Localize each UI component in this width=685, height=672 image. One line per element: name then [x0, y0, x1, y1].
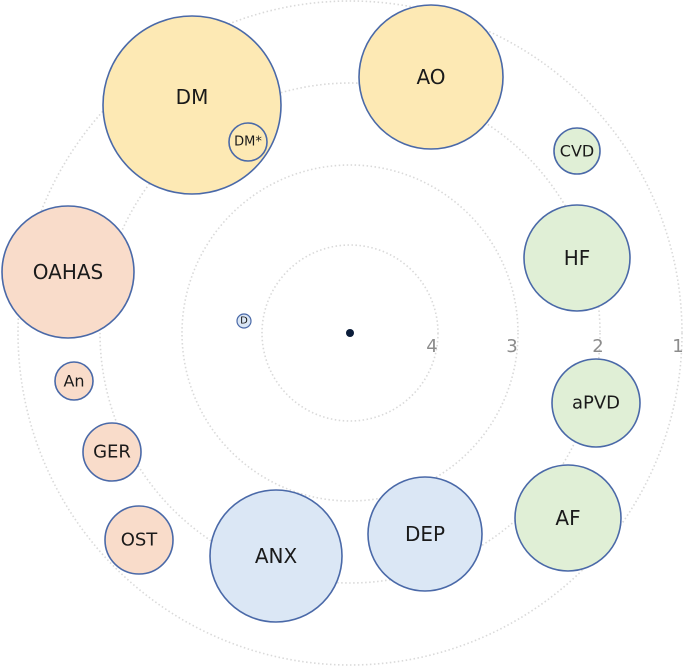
node-d: D	[236, 313, 252, 329]
node-circle	[236, 313, 252, 329]
node-cvd: CVD	[553, 127, 601, 175]
node-label: aPVD	[572, 393, 620, 414]
ring-3	[99, 82, 601, 584]
node-circle	[82, 422, 142, 482]
ring-label: 3	[506, 336, 517, 357]
ring-label: 2	[592, 336, 603, 357]
node-label: DM	[176, 85, 209, 109]
node-hf: HF	[523, 204, 631, 312]
node-label: HF	[564, 246, 591, 270]
node-circle	[358, 4, 504, 150]
node-an: An	[54, 361, 94, 401]
ring-1	[261, 244, 439, 422]
node-label: OST	[121, 530, 159, 551]
ring-2	[181, 164, 519, 502]
node-circle	[104, 505, 174, 575]
node-oahas: OAHAS	[1, 205, 135, 339]
node-label: OAHAS	[33, 260, 104, 284]
node-circle	[523, 204, 631, 312]
node-ao: AO	[358, 4, 504, 150]
center-dot	[346, 329, 354, 337]
node-circle	[551, 358, 641, 448]
node-circle	[367, 476, 483, 592]
node-ger: GER	[82, 422, 142, 482]
node-dm: DM	[102, 15, 282, 195]
node-dm-star: DM*	[228, 122, 268, 162]
node-circle	[228, 122, 268, 162]
node-label: CVD	[560, 142, 594, 161]
concentric-rings	[17, 0, 683, 666]
node-apvd: aPVD	[551, 358, 641, 448]
ring-labels: 4 3 2 1	[426, 336, 683, 357]
node-circle	[553, 127, 601, 175]
node-label: DEP	[405, 522, 445, 546]
node-label: DM*	[234, 135, 262, 150]
node-label: AF	[555, 506, 580, 530]
node-circle	[209, 489, 343, 623]
node-circle	[54, 361, 94, 401]
node-label: AO	[416, 65, 445, 89]
node-label: GER	[93, 442, 131, 463]
node-ost: OST	[104, 505, 174, 575]
node-label: ANX	[255, 544, 298, 568]
ring-label: 4	[426, 336, 437, 357]
node-circle	[514, 464, 622, 572]
node-label: An	[63, 372, 84, 391]
node-anx: ANX	[209, 489, 343, 623]
node-label: D	[240, 316, 248, 327]
ring-label: 1	[672, 336, 683, 357]
node-circle	[1, 205, 135, 339]
node-dep: DEP	[367, 476, 483, 592]
node-af: AF	[514, 464, 622, 572]
ring-4	[17, 0, 683, 666]
